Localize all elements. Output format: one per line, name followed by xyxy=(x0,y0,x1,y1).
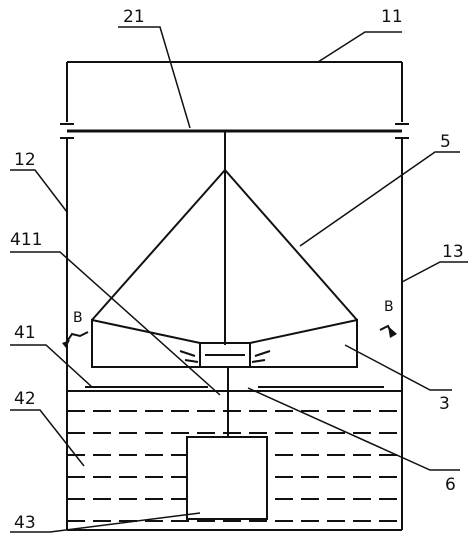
label-5: 5 xyxy=(440,132,451,152)
label-13: 13 xyxy=(442,242,464,262)
distributor-box xyxy=(91,318,358,368)
container-walls xyxy=(66,138,403,531)
label-B-right: B xyxy=(384,299,394,315)
label-21: 21 xyxy=(123,7,145,27)
label-B-left: B xyxy=(73,310,83,326)
label-12: 12 xyxy=(14,150,36,170)
label-411: 411 xyxy=(10,230,42,250)
leader-lines xyxy=(10,26,468,533)
support-bar xyxy=(60,123,409,139)
label-6: 6 xyxy=(445,475,456,495)
cone-assembly xyxy=(91,131,358,345)
top-frame xyxy=(66,61,403,122)
label-43: 43 xyxy=(14,513,36,533)
motor-box xyxy=(186,436,268,520)
label-11: 11 xyxy=(381,7,403,27)
label-42: 42 xyxy=(14,389,36,409)
section-marker-left xyxy=(62,331,89,348)
label-41: 41 xyxy=(14,323,36,343)
section-marker-right xyxy=(379,324,397,338)
label-3: 3 xyxy=(439,394,450,414)
